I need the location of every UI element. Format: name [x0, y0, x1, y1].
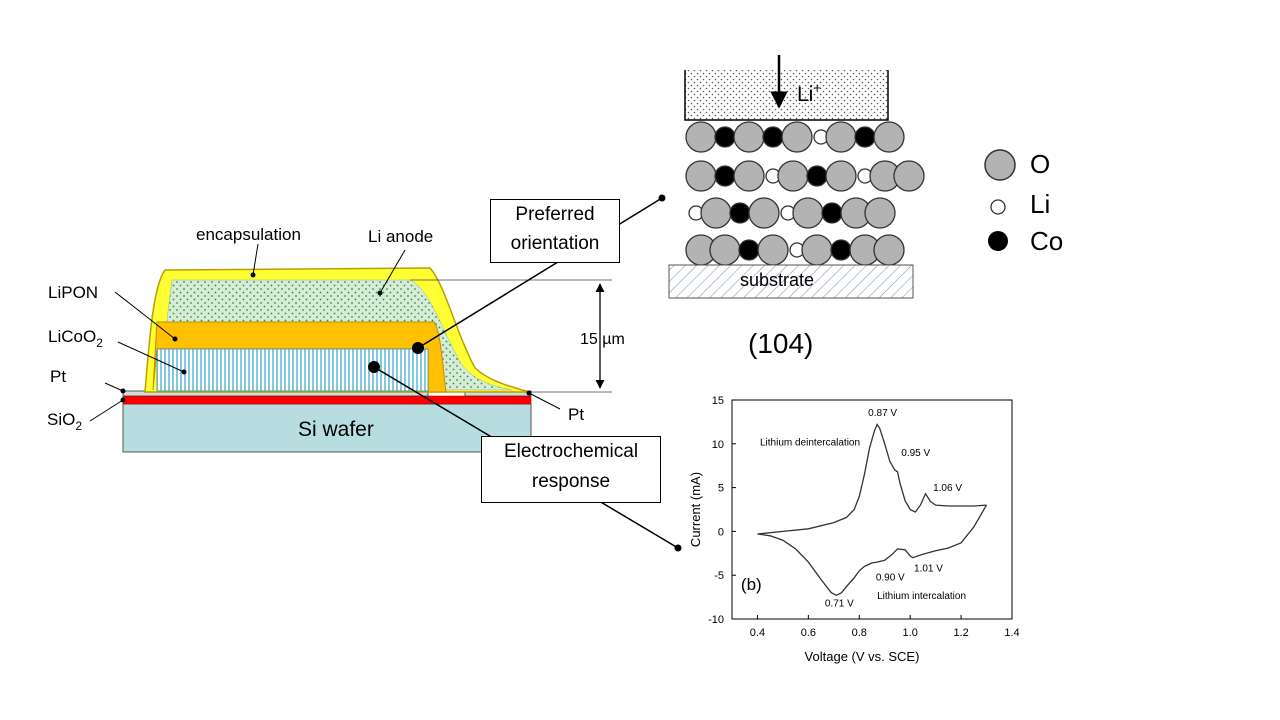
legend-label-co: Co — [1030, 226, 1063, 256]
legend-label-li: Li — [1030, 189, 1050, 219]
lipon-label: LiPON — [48, 283, 98, 302]
chart-annotation: 0.90 V — [876, 572, 905, 583]
plot-frame — [731, 399, 1013, 620]
x-tick-label: 1.2 — [953, 627, 968, 639]
sio2-label: SiO2 — [47, 410, 82, 433]
preferred-orientation-callout: Preferred orientation — [490, 199, 620, 263]
electrolyte-block — [684, 70, 889, 121]
x-tick-label: 1.4 — [1004, 627, 1019, 639]
y-axis-label: Current (mA) — [688, 472, 703, 547]
encapsulation-label: encapsulation — [196, 225, 301, 244]
oxygen-atom — [893, 160, 925, 192]
y-tick-label: -5 — [714, 570, 724, 582]
thickness-label: 15 µm — [580, 331, 625, 348]
oxygen-atom — [685, 121, 717, 153]
x-axis-label: Voltage (V vs. SCE) — [805, 649, 920, 664]
oxygen-atom — [873, 234, 905, 266]
cathodic-sweep-line — [757, 504, 988, 597]
x-tick-label: 0.6 — [801, 627, 816, 639]
oxygen-atom — [825, 160, 857, 192]
chart-annotation: 1.01 V — [914, 564, 943, 575]
y-tick-label: 5 — [718, 483, 724, 495]
cobalt-atom — [714, 165, 736, 187]
legend-label-o: O — [1030, 149, 1050, 179]
pt-right-label: Pt — [568, 405, 584, 424]
chart-annotation: 0.87 V — [868, 408, 897, 419]
oxygen-atom — [700, 197, 732, 229]
cobalt-atom — [806, 165, 828, 187]
electro-line-2: response — [531, 471, 611, 492]
cobalt-atom — [738, 239, 760, 261]
preferred-dot-end — [658, 194, 666, 202]
chart-annotation: 0.95 V — [901, 448, 930, 459]
licoo2-layer — [156, 348, 429, 392]
oxygen-atom — [864, 197, 896, 229]
electrochemical-response-callout: Electrochemical response — [481, 436, 661, 503]
chart-annotation: 1.06 V — [933, 483, 962, 494]
oxygen-atom — [792, 197, 824, 229]
device-cross-section: encapsulation Li anode LiPON LiCoO2 Pt S… — [47, 225, 625, 453]
oxygen-atom — [685, 160, 717, 192]
panel-label: (b) — [741, 575, 762, 594]
atom-layers — [685, 121, 925, 266]
substrate-label: substrate — [740, 270, 814, 290]
oxygen-atom — [709, 234, 741, 266]
cobalt-atom — [762, 126, 784, 148]
lithium-legend-icon — [990, 199, 1006, 215]
oxygen-atom — [781, 121, 813, 153]
electro-dot-start — [368, 361, 380, 373]
y-tick-label: -10 — [708, 614, 724, 626]
x-tick-label: 1.0 — [903, 627, 918, 639]
sio2-layer — [122, 395, 532, 405]
cobalt-atom — [854, 126, 876, 148]
preferred-dot-start — [412, 342, 424, 354]
substrate-block — [668, 264, 914, 299]
oxygen-legend-icon — [984, 149, 1016, 181]
oxygen-atom — [825, 121, 857, 153]
cobalt-legend-icon — [988, 231, 1008, 251]
licoo2-label: LiCoO2 — [48, 327, 103, 350]
li-anode-label: Li anode — [368, 227, 433, 246]
oxygen-atom — [801, 234, 833, 266]
preferred-line-1: Preferred — [515, 204, 595, 225]
x-tick-label: 0.4 — [750, 627, 765, 639]
cobalt-atom — [729, 202, 751, 224]
cobalt-atom — [714, 126, 736, 148]
crystal-structure: Li+ substrate (104) O Li Co — [668, 55, 1063, 359]
oxygen-atom — [733, 121, 765, 153]
si-wafer-label: Si wafer — [298, 418, 374, 441]
plane-label: (104) — [748, 328, 813, 359]
cobalt-atom — [830, 239, 852, 261]
y-tick-label: 15 — [712, 395, 724, 407]
atom-legend: O Li Co — [984, 149, 1063, 256]
si-wafer — [122, 403, 532, 453]
electro-line-1: Electrochemical — [503, 441, 639, 462]
chart-annotation: Lithium intercalation — [877, 591, 966, 602]
x-tick-label: 0.8 — [852, 627, 867, 639]
oxygen-atom — [748, 197, 780, 229]
chart-annotation: 0.71 V — [825, 599, 854, 610]
electro-dot-end — [674, 544, 682, 552]
y-tick-label: 10 — [712, 439, 724, 451]
anodic-sweep-line — [757, 423, 987, 535]
cobalt-atom — [821, 202, 843, 224]
pt-left-label: Pt — [50, 367, 66, 386]
oxygen-atom — [777, 160, 809, 192]
chart-annotation: Lithium deintercalation — [760, 438, 860, 449]
li-ion-label: Li+ — [797, 80, 821, 106]
oxygen-atom — [733, 160, 765, 192]
preferred-line-2: orientation — [510, 233, 600, 254]
oxygen-atom — [757, 234, 789, 266]
y-tick-label: 0 — [718, 526, 724, 538]
oxygen-atom — [873, 121, 905, 153]
